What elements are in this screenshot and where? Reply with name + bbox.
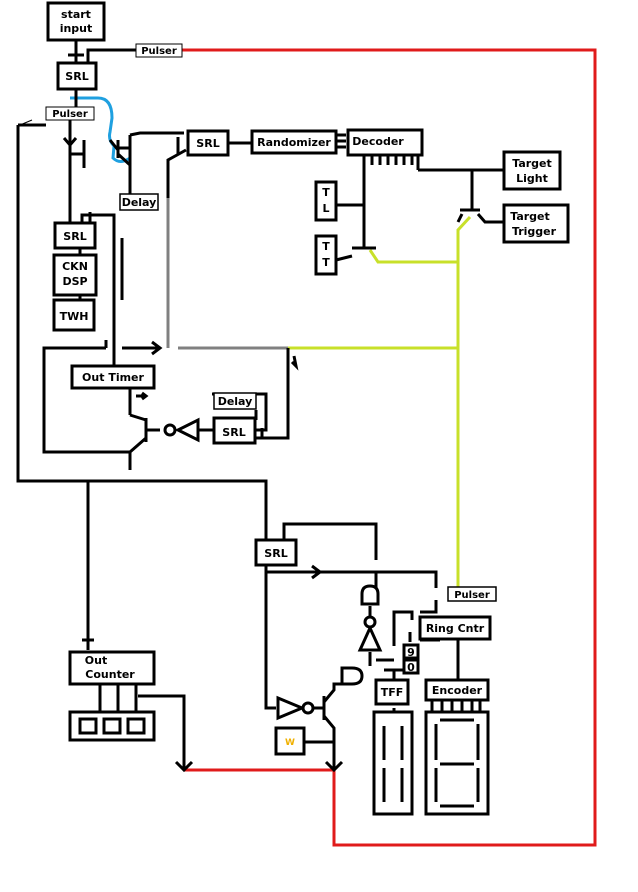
pulser-right-label: Pulser — [454, 590, 490, 601]
encoder-label: Encoder — [432, 684, 483, 697]
twh-label: TWH — [60, 310, 89, 323]
start-input-label-2: input — [60, 22, 93, 35]
tff-label: TFF — [381, 686, 404, 699]
start-input-box: start input — [46, 1, 106, 42]
target-light-label-2: Light — [516, 172, 548, 185]
out-timer-label: Out Timer — [82, 371, 144, 384]
srl-left-label: SRL — [63, 230, 86, 243]
out-counter-label-1: Out — [85, 654, 107, 667]
srl-mid-box: SRL — [186, 129, 230, 157]
ckn-dsp-box: CKN DSP — [52, 253, 98, 297]
inverter-icon — [357, 615, 383, 652]
wires — [16, 40, 510, 773]
ckn-dsp-label-2: DSP — [62, 275, 87, 288]
inverter-icon — [276, 695, 315, 721]
randomizer-box: Randomizer — [250, 129, 338, 155]
out-timer-box: Out Timer — [70, 364, 156, 390]
srl-inv-box: SRL — [212, 416, 257, 445]
start-input-label-1: start — [61, 8, 91, 21]
delay-top-label: Delay — [122, 196, 157, 209]
srl-left-box: SRL — [53, 221, 97, 250]
seven-segment-display-icon — [372, 710, 414, 816]
loop-wire — [70, 96, 131, 163]
twh-box: TWH — [52, 298, 96, 332]
srl-inv-label: SRL — [222, 426, 245, 439]
out-counter-label-2: Counter — [85, 668, 135, 681]
ring-cntr-box: Ring Cntr — [418, 615, 492, 641]
target-light-box: Target Light — [502, 150, 562, 191]
delay-mid-box: Delay — [213, 392, 257, 410]
seven-segment-display-icon — [424, 710, 490, 816]
tt-label-1: T — [322, 240, 330, 253]
decoder-label: Decoder — [352, 135, 404, 148]
delay-mid-label: Delay — [218, 395, 253, 408]
tl-label-2: L — [322, 202, 329, 215]
feedback-loop-wire — [180, 48, 597, 847]
srl-low-label: SRL — [264, 547, 287, 560]
pulser-top-label: Pulser — [141, 46, 177, 57]
w-box: W — [274, 726, 306, 756]
and-gate-icon — [340, 666, 364, 686]
timer-path-wire — [166, 198, 288, 350]
and-gate-icon — [360, 584, 380, 606]
delay-top-box: Delay — [119, 193, 159, 211]
srl-mid-label: SRL — [196, 137, 219, 150]
target-light-label-1: Target — [512, 157, 552, 170]
target-trigger-label-2: Trigger — [512, 225, 557, 238]
ring-0-label: 0 — [407, 661, 415, 674]
decoder-box: Decoder — [346, 128, 424, 157]
tff-box: TFF — [374, 678, 410, 706]
target-trigger-label-1: Target — [510, 210, 550, 223]
encoder-box: Encoder — [424, 678, 490, 702]
srl-top-label: SRL — [65, 70, 88, 83]
ring-9-label: 9 — [407, 646, 415, 659]
counter-display-icon — [68, 710, 156, 742]
tt-box: T T — [314, 234, 338, 276]
out-counter-box: Out Counter — [68, 650, 156, 686]
target-trigger-box: Target Trigger — [502, 203, 570, 244]
pulser-top-box: Pulser — [135, 43, 183, 58]
pulser-left-label: Pulser — [52, 109, 88, 120]
pulser-left-box: Pulser — [45, 106, 95, 121]
ring-pin-0: 0 — [402, 658, 420, 675]
randomizer-label: Randomizer — [257, 136, 331, 149]
w-label: W — [285, 738, 295, 748]
pulser-right-box: Pulser — [447, 586, 497, 602]
tt-label-2: T — [322, 256, 330, 269]
ring-pin-9: 9 — [402, 643, 420, 660]
arrow-icon — [19, 119, 33, 126]
inverter-icon — [163, 417, 200, 443]
ckn-dsp-label-1: CKN — [62, 260, 88, 273]
srl-top-box: SRL — [56, 61, 98, 91]
ring-cntr-label: Ring Cntr — [426, 622, 485, 635]
srl-low-box: SRL — [254, 538, 298, 567]
tl-label-1: T — [322, 186, 330, 199]
hit-path-wire — [288, 215, 472, 588]
tl-box: T L — [314, 180, 338, 222]
